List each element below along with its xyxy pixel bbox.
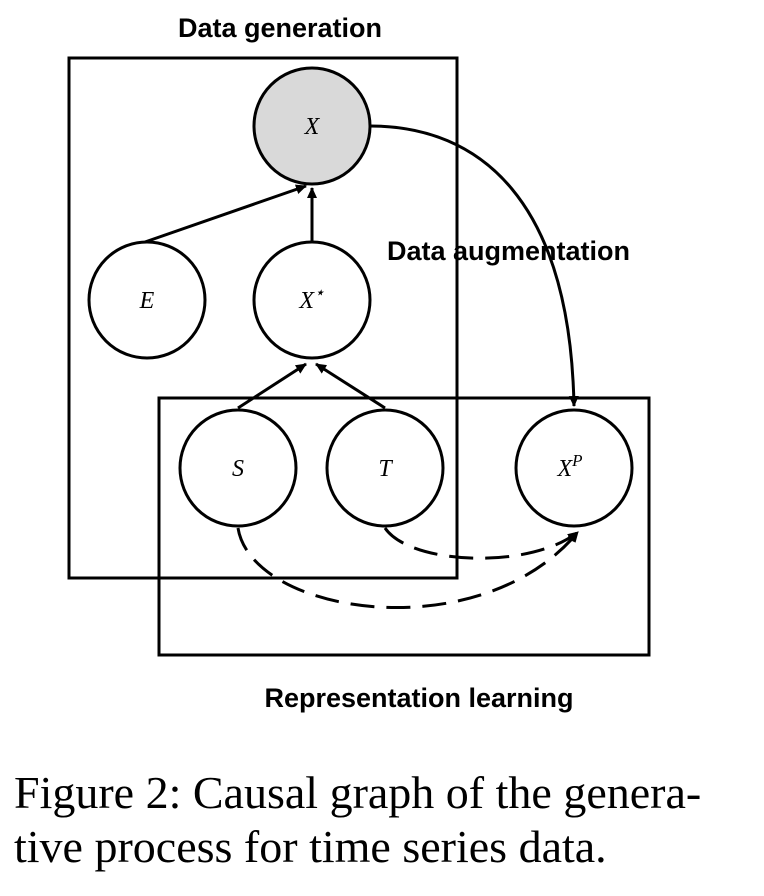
node-x-p: XP xyxy=(514,408,634,528)
representation-learning-title: Representation learning xyxy=(264,683,573,713)
node-e-circle xyxy=(87,240,207,360)
caption-line-1: Figure 2: Causal graph of the genera- xyxy=(14,767,702,818)
edge-e-to-x xyxy=(144,184,307,244)
node-x-p-base: X xyxy=(556,456,573,482)
representation-learning-box xyxy=(157,396,651,657)
node-t: T xyxy=(325,408,445,528)
node-x-p-label: XP xyxy=(556,451,582,482)
node-x-star-circle xyxy=(252,240,372,360)
node-x: X xyxy=(252,66,372,186)
node-x-star-superscript: ⋆ xyxy=(314,283,325,302)
data-generation-box xyxy=(67,56,459,580)
node-x-p-circle xyxy=(514,408,634,528)
node-s-label: S xyxy=(232,456,244,482)
causal-graph-diagram: Data generation X E X⋆ S T XP Data augme… xyxy=(67,13,651,713)
edge-x-to-xp xyxy=(369,124,579,407)
figure-caption: Figure 2: Causal graph of the genera- ti… xyxy=(14,766,754,874)
node-s-circle xyxy=(178,408,298,528)
node-s: S xyxy=(178,408,298,528)
node-x-circle xyxy=(252,66,372,186)
edge-t-to-xp-dashed xyxy=(383,527,579,560)
node-x-star: X⋆ xyxy=(252,240,372,360)
edge-s-to-xp-dashed xyxy=(236,527,580,610)
node-t-label: T xyxy=(378,456,393,482)
node-x-star-base: X xyxy=(298,288,315,314)
data-generation-title: Data generation xyxy=(178,13,382,43)
node-e-label: E xyxy=(139,288,155,314)
node-e: E xyxy=(87,240,207,360)
node-t-circle xyxy=(325,408,445,528)
edge-t-to-xstar xyxy=(315,362,386,410)
caption-line-2: tive process for time series data. xyxy=(14,821,607,872)
edge-s-to-xstar xyxy=(237,362,307,410)
node-x-label: X xyxy=(304,114,321,140)
node-x-p-superscript: P xyxy=(571,451,582,470)
data-augmentation-label: Data augmentation xyxy=(387,236,630,266)
node-x-star-label: X⋆ xyxy=(298,283,325,314)
